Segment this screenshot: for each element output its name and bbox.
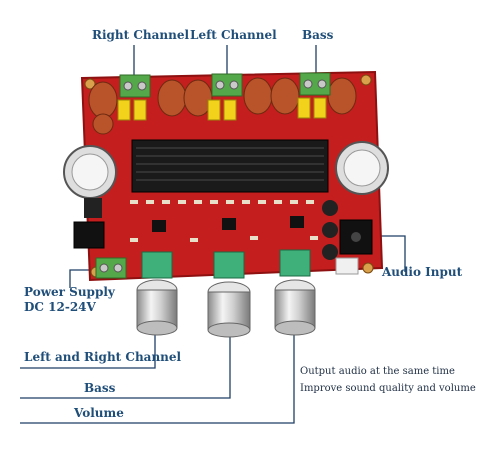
power-supply-label: Power Supply <box>24 285 115 299</box>
left-and-right-channel-label: Left and Right Channel <box>24 350 182 364</box>
output-audio-note: Output audio at the same time <box>300 366 455 377</box>
ic-chips <box>152 216 304 232</box>
improve-sound-note: Improve sound quality and volume <box>300 383 476 394</box>
bass-terminal-icon <box>299 72 331 96</box>
volume-label: Volume <box>74 406 124 420</box>
right-channel-terminal-icon <box>119 74 151 98</box>
left-channel-label: Left Channel <box>190 28 277 42</box>
audio-input-label: Audio Input <box>382 265 463 279</box>
capacitor-icon <box>63 141 389 260</box>
power-terminal-icon <box>95 257 127 279</box>
bass-bottom-label: Bass <box>84 381 116 395</box>
knob-right <box>274 249 316 336</box>
right-channel-label: Right Channel <box>92 28 190 42</box>
callout-lines <box>20 45 406 424</box>
knob-middle <box>207 251 251 338</box>
yellow-capacitors <box>117 97 327 121</box>
bass-bottom-callout-line <box>20 330 231 399</box>
lr-channel-callout-line <box>20 328 156 369</box>
top-terminals <box>119 72 331 98</box>
smd-components <box>130 200 318 242</box>
audio-input-callout-line <box>380 235 406 272</box>
power-voltage-label: DC 12-24V <box>24 300 96 314</box>
heatsink-icon <box>131 139 329 193</box>
dc-power-jack-icon <box>73 198 105 249</box>
bass-top-label: Bass <box>302 28 334 42</box>
knob-left <box>136 251 178 336</box>
volume-callout-line <box>20 330 295 424</box>
power-supply-callout-line <box>69 269 96 288</box>
inductor-coils <box>88 77 357 135</box>
audio-jack-icon <box>335 219 373 275</box>
left-channel-terminal-icon <box>211 73 243 97</box>
